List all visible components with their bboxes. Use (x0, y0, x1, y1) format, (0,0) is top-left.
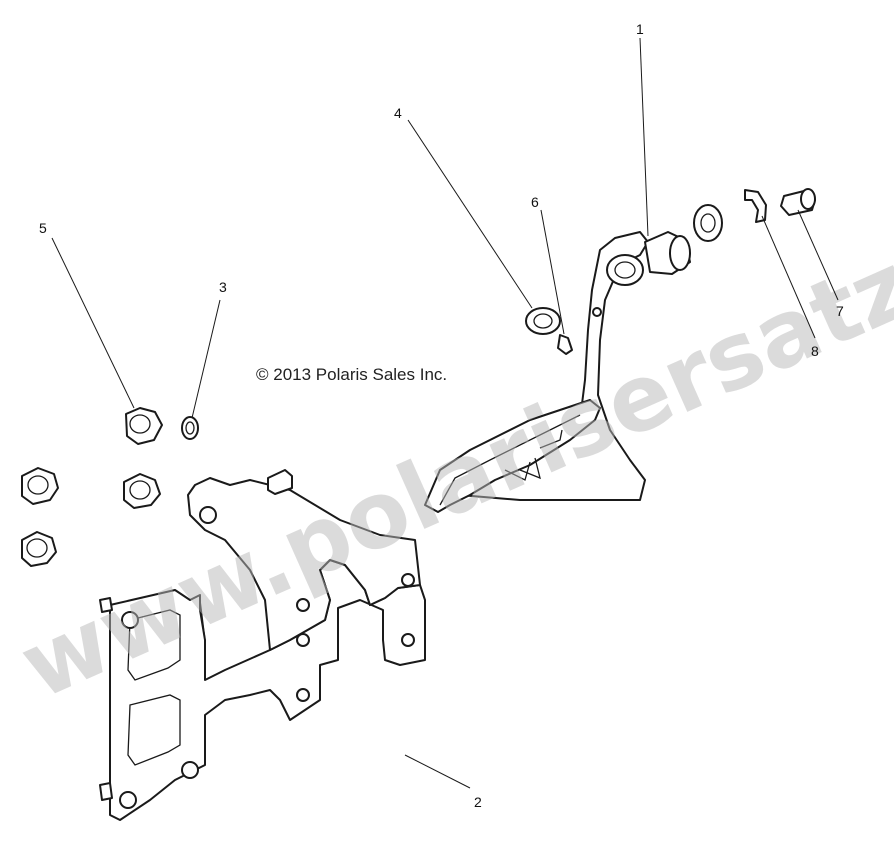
copyright-text: © 2013 Polaris Sales Inc. (256, 365, 447, 384)
mounting-bracket (99, 469, 426, 821)
clevis-pin (780, 188, 816, 216)
callout-5: 5 (39, 220, 47, 236)
callout-8: 8 (811, 343, 819, 359)
bushing (693, 204, 723, 242)
callout-4: 4 (394, 105, 402, 121)
callout-3: 3 (219, 279, 227, 295)
watermark: www.polarisersatzteile.de (5, 71, 894, 720)
e-clip (744, 189, 767, 223)
nut-3 (123, 473, 161, 509)
callout-7: 7 (836, 303, 844, 319)
flange-nuts (21, 407, 163, 567)
callout-1: 1 (636, 21, 644, 37)
spring-clip (557, 334, 573, 355)
callout-2: 2 (474, 794, 482, 810)
leader-lines (51, 37, 839, 789)
pedal-bushing (525, 307, 561, 335)
nut-1 (125, 407, 163, 445)
nut-2 (21, 467, 59, 505)
callout-numbers: 1 2 3 4 5 6 7 8 (39, 21, 844, 810)
nut-4 (21, 531, 57, 567)
brake-pedal (424, 231, 691, 513)
lock-washer (181, 416, 199, 440)
callout-6: 6 (531, 194, 539, 210)
